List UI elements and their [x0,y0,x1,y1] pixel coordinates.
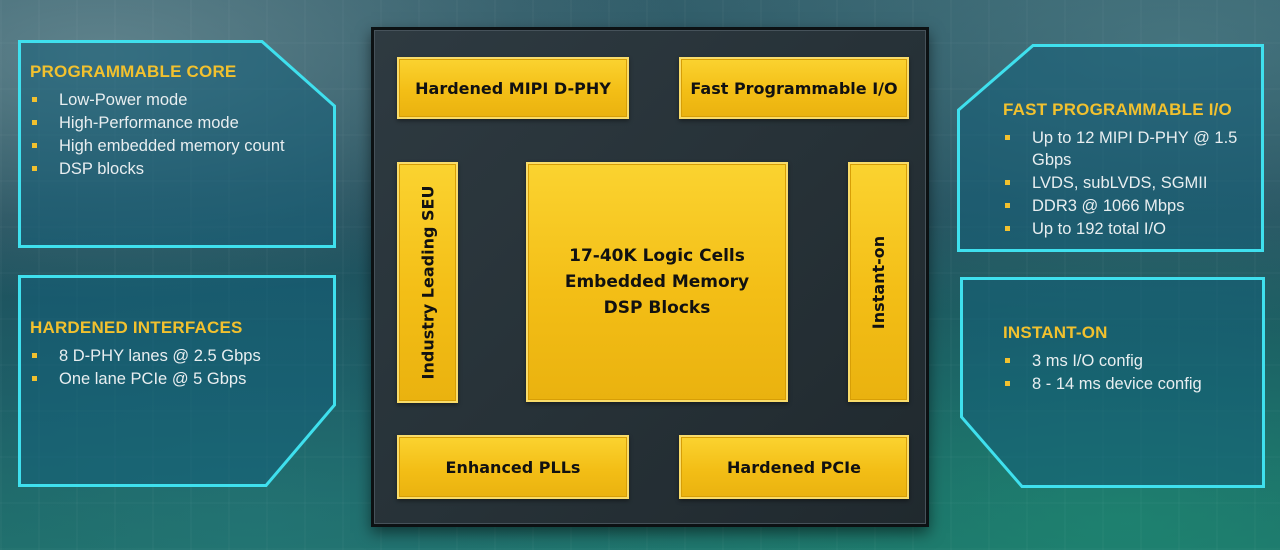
feature-list: Low-Power mode High-Performance mode Hig… [30,89,330,180]
list-item: 8 D-PHY lanes @ 2.5 Gbps [30,345,330,367]
bullet-icon [1005,358,1010,363]
bullet-icon [1005,226,1010,231]
panel-programmable-core: PROGRAMMABLE CORE Low-Power mode High-Pe… [18,40,336,248]
core-line: DSP Blocks [603,298,711,318]
bullet-icon [32,97,37,102]
core-line: Embedded Memory [564,272,750,292]
block-fast-programmable-io: Fast Programmable I/O [679,57,909,119]
bullet-icon [1005,135,1010,140]
bullet-icon [1005,381,1010,386]
list-item: One lane PCIe @ 5 Gbps [30,368,330,390]
list-item: DDR3 @ 1066 Mbps [1003,195,1259,217]
list-item: Low-Power mode [30,89,330,111]
panel-content: PROGRAMMABLE CORE Low-Power mode High-Pe… [30,62,330,181]
list-item: 8 - 14 ms device config [1003,373,1259,395]
panel-title: INSTANT-ON [1003,323,1108,342]
panel-title: PROGRAMMABLE CORE [30,62,237,81]
panel-frame [960,277,1265,488]
list-item: LVDS, subLVDS, SGMII [1003,172,1259,194]
bullet-icon [1005,180,1010,185]
panel-frame [957,44,1264,252]
panel-content: INSTANT-ON 3 ms I/O config 8 - 14 ms dev… [1003,323,1259,396]
list-item: Up to 192 total I/O [1003,218,1259,240]
fpga-chip-diagram: Hardened MIPI D-PHY Fast Programmable I/… [371,27,929,527]
feature-list: 8 D-PHY lanes @ 2.5 Gbps One lane PCIe @… [30,345,330,390]
panel-content: FAST PROGRAMMABLE I/O Up to 12 MIPI D-PH… [1003,100,1259,241]
block-hardened-pcie: Hardened PCIe [679,435,909,499]
bullet-icon [32,166,37,171]
list-item: High-Performance mode [30,112,330,134]
panel-content: HARDENED INTERFACES 8 D-PHY lanes @ 2.5 … [30,318,330,391]
panel-title: HARDENED INTERFACES [30,318,243,337]
list-item: DSP blocks [30,158,330,180]
core-line: 17-40K Logic Cells [569,246,745,266]
panel-instant-on: INSTANT-ON 3 ms I/O config 8 - 14 ms dev… [960,277,1265,488]
panel-frame [18,275,336,487]
panel-fast-programmable-io: FAST PROGRAMMABLE I/O Up to 12 MIPI D-PH… [957,44,1264,252]
bullet-icon [32,120,37,125]
block-enhanced-plls: Enhanced PLLs [397,435,629,499]
feature-list: Up to 12 MIPI D-PHY @ 1.5 Gbps LVDS, sub… [1003,127,1259,240]
block-hardened-mipi-dphy: Hardened MIPI D-PHY [397,57,629,119]
list-item: 3 ms I/O config [1003,350,1259,372]
panel-hardened-interfaces: HARDENED INTERFACES 8 D-PHY lanes @ 2.5 … [18,275,336,487]
panel-title: FAST PROGRAMMABLE I/O [1003,100,1232,119]
block-industry-leading-seu: Industry Leading SEU [397,162,458,403]
feature-list: 3 ms I/O config 8 - 14 ms device config [1003,350,1259,395]
bullet-icon [1005,203,1010,208]
bullet-icon [32,376,37,381]
list-item: Up to 12 MIPI D-PHY @ 1.5 Gbps [1003,127,1259,171]
panel-frame [18,40,336,248]
block-instant-on: Instant-on [848,162,909,402]
bullet-icon [32,353,37,358]
bullet-icon [32,143,37,148]
block-logic-core: 17-40K Logic Cells Embedded Memory DSP B… [526,162,788,402]
list-item: High embedded memory count [30,135,330,157]
